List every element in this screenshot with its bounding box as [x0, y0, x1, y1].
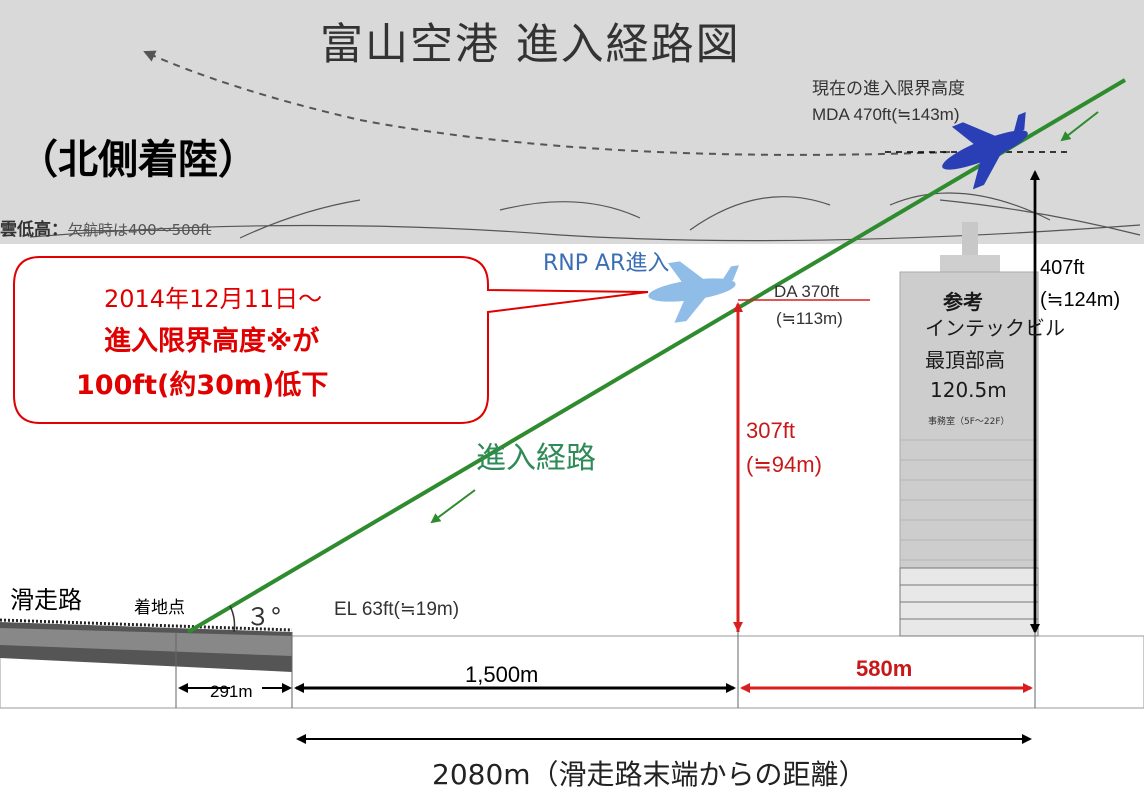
callout-date: 2014年12月11日～ [104, 285, 323, 313]
glide-angle-arc [229, 605, 236, 633]
plane-current-icon [942, 111, 1028, 190]
callout-line2: 進入限界高度※が [104, 326, 320, 357]
height-407-label: 407ft [1040, 257, 1085, 279]
approach-path-label: 進入経路 [476, 441, 596, 476]
diagram-title: 富山空港 進入経路図 [320, 20, 741, 70]
da-metric: (≒113m) [776, 309, 843, 328]
glide-angle-label: ３° [246, 603, 282, 631]
runway [0, 618, 293, 708]
approach-path [186, 78, 1127, 634]
building-floor-note: 事務室（5F～22F） [928, 417, 1010, 427]
cloud-base-note: 欠航時は400～500ft [68, 221, 212, 239]
current-mda-title: 現在の進入限界高度 [812, 79, 965, 98]
elevation-label: EL 63ft(≒19m) [334, 599, 460, 620]
cloud-band [0, 0, 1144, 244]
building-top-label: 最頂部高 [925, 348, 1005, 372]
touchdown-label: 着地点 [134, 598, 185, 618]
current-mda-value: MDA 470ft(≒143m) [812, 105, 960, 124]
building-height: 120.5m [930, 378, 1007, 402]
path-direction-arrow-lower [430, 489, 476, 524]
height-307-metric: (≒94m) [746, 452, 822, 477]
runway-label: 滑走路 [10, 586, 82, 614]
distance-total: 2080m（滑走路末端からの距離） [432, 758, 867, 791]
da-value: DA 370ft [774, 282, 840, 301]
missed-approach-curve [143, 50, 951, 156]
direction-label: （北側着陸） [18, 137, 258, 183]
callout-line3: 100ft(約30m)低下 [76, 370, 329, 401]
building-name: インテックビル [925, 316, 1065, 340]
distance-291: 291m [210, 682, 253, 701]
height-407-metric: (≒124m) [1040, 289, 1121, 311]
plane-rnp-icon [648, 261, 740, 323]
distance-1500: 1,500m [465, 662, 539, 687]
intec-building [899, 222, 1039, 637]
callout-bubble [13, 256, 649, 424]
cloud-base-label: 雲低高：欠航時は400～500ft [0, 220, 212, 240]
path-direction-arrow-upper [1060, 111, 1099, 142]
height-307-label: 307ft [746, 418, 795, 443]
building-ref-label: 参考 [943, 290, 983, 314]
distance-580: 580m [856, 656, 913, 681]
cloud-outlines [29, 192, 1141, 242]
rnp-label: RNP AR進入 [543, 251, 670, 276]
